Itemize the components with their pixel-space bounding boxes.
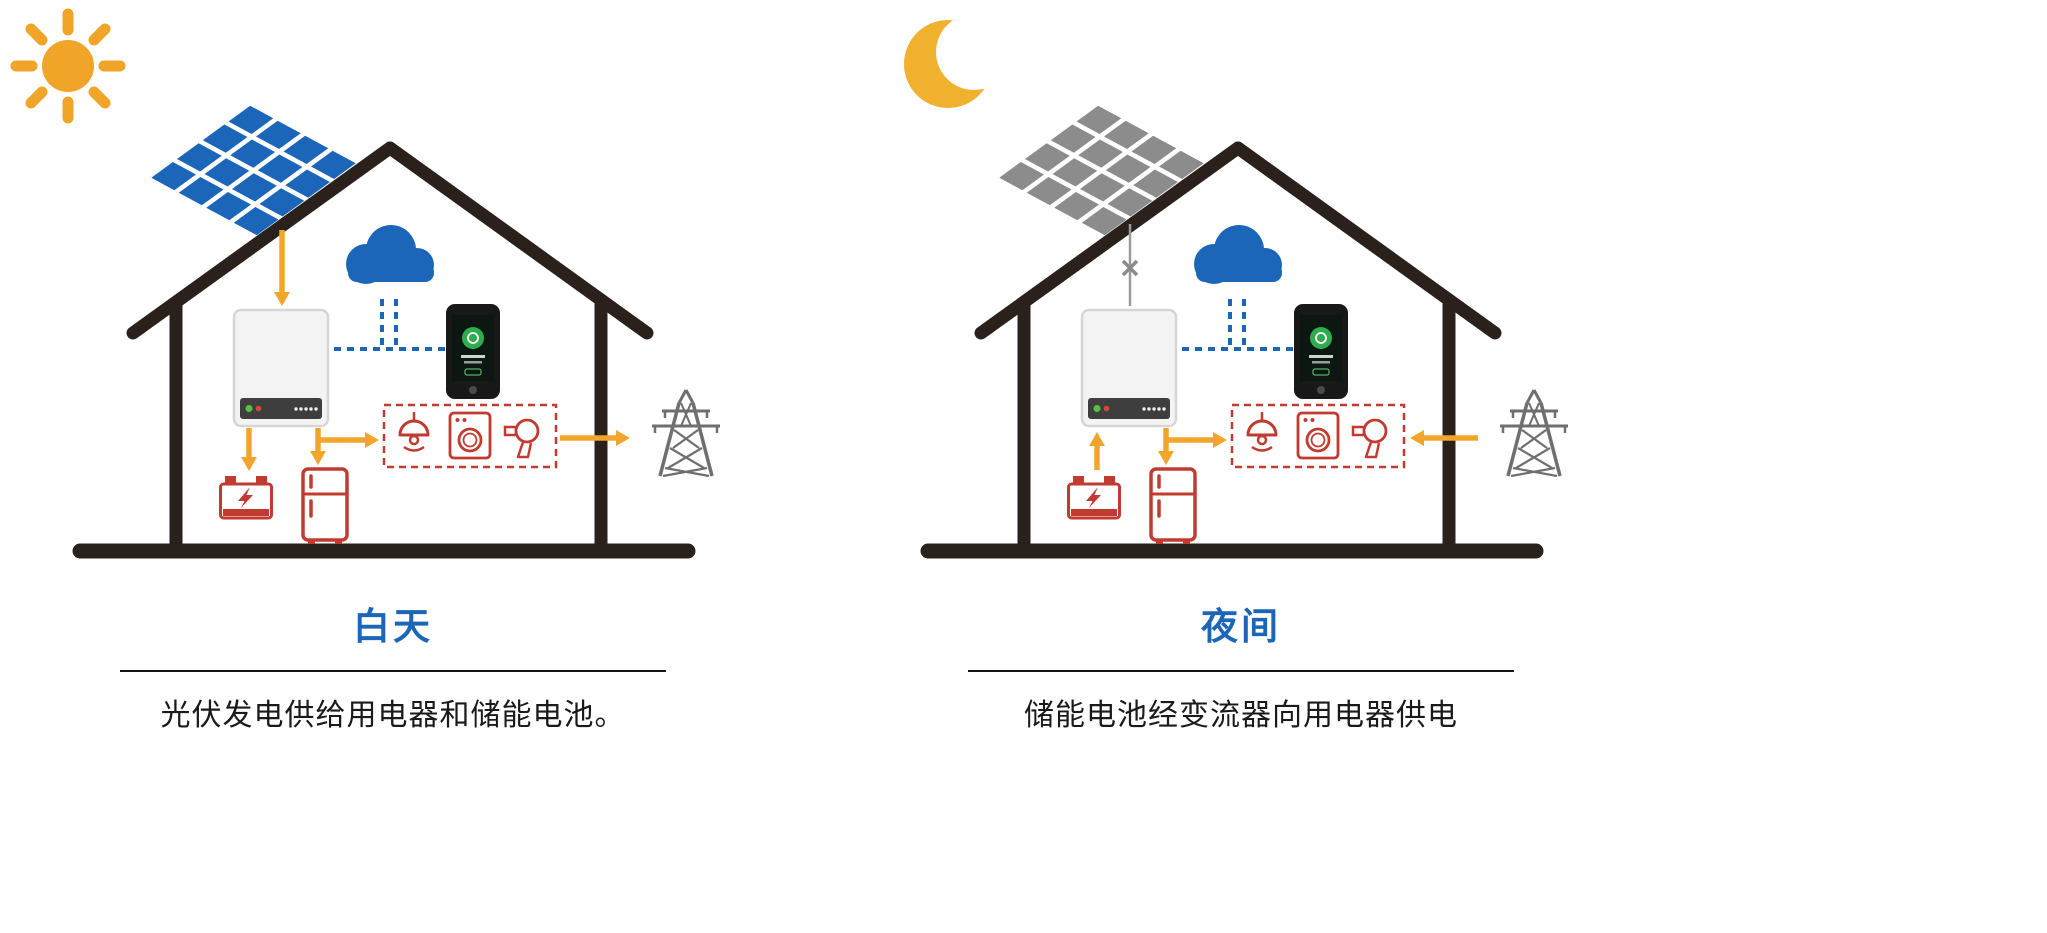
night-caption: 储能电池经变流器向用电器供电: [1024, 698, 1458, 733]
house-outline: [928, 148, 1536, 551]
night-title: 夜间: [1201, 605, 1281, 648]
day-panel: 白天 光伏发电供给用电器和储能电池。: [0, 0, 1023, 933]
wireless-link-lines: [1180, 297, 1296, 351]
day-title: 白天: [353, 605, 433, 648]
inverter-icon: [232, 308, 330, 428]
energy-flow-arrows-night: [1089, 428, 1478, 470]
flow-inverter-to-battery-arrow: [241, 428, 257, 471]
flow-appliances-to-grid-arrow: [560, 430, 630, 446]
storage-battery-icon: [1067, 474, 1121, 520]
inverter-icon: [1080, 308, 1178, 428]
night-divider-line: [968, 670, 1514, 672]
flow-inverter-to-fridge-arrow: [1158, 428, 1174, 465]
transmission-tower-icon: [1498, 388, 1570, 478]
cloud-icon: [346, 225, 434, 284]
night-caption-block: 夜间 储能电池经变流器向用电器供电: [968, 596, 1514, 734]
transmission-tower-icon: [650, 388, 722, 478]
blocked-x-icon: [1121, 259, 1139, 277]
appliance-group: [1230, 403, 1406, 469]
flow-inverter-to-appliances-arrow: [1168, 432, 1227, 448]
crescent-moon-icon: [904, 14, 1012, 108]
refrigerator-icon: [1149, 467, 1197, 546]
solar-link-blocked: [1121, 224, 1139, 306]
day-caption-block: 白天 光伏发电供给用电器和储能电池。: [120, 596, 666, 734]
flow-solar-to-inverter-arrow: [274, 230, 290, 306]
night-diagram: [904, 14, 1570, 580]
night-panel: 夜间 储能电池经变流器向用电器供电: [848, 0, 1871, 933]
flow-grid-to-appliances-arrow: [1410, 430, 1478, 446]
storage-battery-icon: [219, 474, 273, 520]
smartphone-app-icon: [445, 303, 501, 400]
flow-inverter-to-appliances-arrow: [320, 432, 379, 448]
solar-panel-icon-inactive: [999, 105, 1204, 236]
refrigerator-icon: [301, 467, 349, 546]
sun-icon: [16, 14, 120, 118]
flow-battery-to-inverter-arrow: [1089, 432, 1105, 470]
solar-panel-icon: [151, 105, 356, 236]
day-divider-line: [120, 670, 666, 672]
energy-flow-arrows-day: [241, 230, 630, 471]
day-diagram: [0, 0, 722, 580]
flow-inverter-to-fridge-arrow: [310, 428, 326, 465]
day-caption: 光伏发电供给用电器和储能电池。: [160, 698, 626, 733]
smartphone-app-icon: [1293, 303, 1349, 400]
appliance-group: [382, 403, 558, 469]
cloud-icon: [1194, 225, 1282, 284]
house-outline: [80, 148, 688, 551]
wireless-link-lines: [332, 297, 448, 351]
